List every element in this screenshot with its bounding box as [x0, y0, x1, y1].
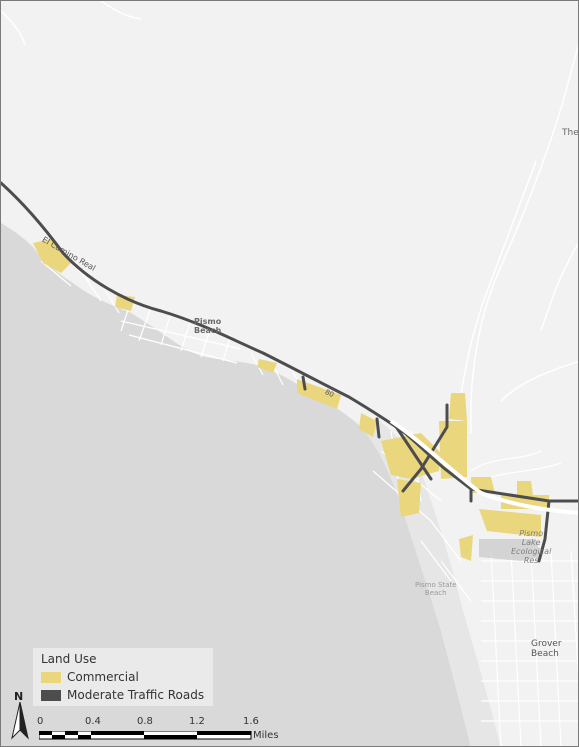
scale-tick-0: 0	[37, 716, 44, 727]
street-grid-east	[470, 450, 578, 746]
place-label-pismo-beach: Pismo Beach	[194, 317, 222, 335]
scale-tick-1: 0.4	[85, 716, 101, 727]
ocean	[1, 223, 471, 746]
place-label-the: The	[562, 128, 579, 138]
scale-units: Miles	[253, 730, 279, 741]
roads-swatch	[41, 689, 61, 701]
legend: Land Use Commercial Moderate Traffic Roa…	[33, 648, 213, 706]
place-label-pismo-state-beach: Pismo State Beach	[415, 581, 457, 597]
scale-tick-2: 0.8	[137, 716, 153, 727]
scale-tick-3: 1.2	[189, 716, 205, 727]
place-label-pismo-lake: Pismo Lake Ecological Res	[511, 529, 552, 565]
north-letter: N	[14, 690, 24, 703]
legend-label-commercial: Commercial	[67, 670, 139, 684]
legend-item-roads: Moderate Traffic Roads	[41, 688, 204, 702]
north-arrow-icon	[11, 702, 29, 740]
place-label-grover-beach: Grover Beach	[531, 639, 562, 659]
scale-bar: 0 0.4 0.8 1.2 1.6 Miles	[37, 716, 287, 746]
commercial-parcels	[33, 239, 549, 561]
highway	[389, 419, 578, 515]
legend-item-commercial: Commercial	[41, 670, 139, 684]
legend-label-roads: Moderate Traffic Roads	[67, 688, 205, 702]
beach-sand	[363, 419, 501, 746]
north-arrow: N	[9, 690, 31, 740]
pismo-lake-reserve	[479, 539, 541, 561]
scale-tick-4: 1.6	[243, 716, 259, 727]
scale-bar-graphic	[39, 731, 252, 740]
commercial-swatch	[41, 671, 61, 683]
legend-title: Land Use	[41, 652, 97, 666]
